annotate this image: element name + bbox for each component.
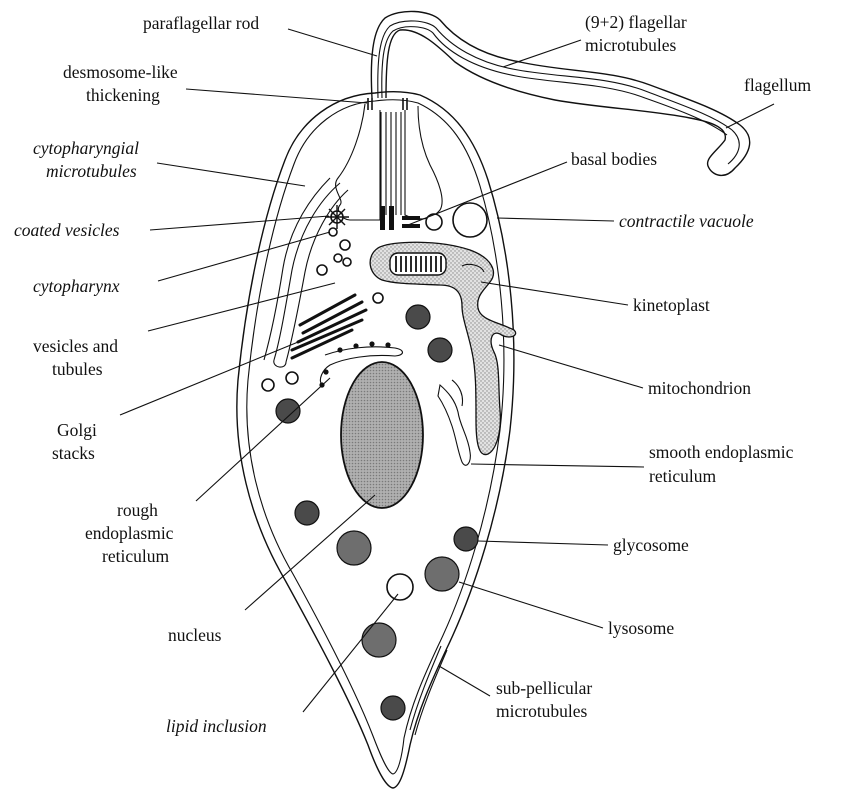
vesicles xyxy=(261,213,443,392)
label-vesicles-tubules-line1: vesicles and xyxy=(33,336,118,356)
cell-outer-membrane xyxy=(236,90,515,789)
label-nucleus: nucleus xyxy=(168,625,222,645)
label-desmosome-line1: desmosome-like xyxy=(63,62,178,82)
label-glycosome: glycosome xyxy=(613,535,689,555)
label-subpellicular-line1: sub-pellicular xyxy=(496,678,592,698)
contractile-vacuole-shape xyxy=(452,202,488,238)
label-contractile-vacuole: contractile vacuole xyxy=(619,211,754,231)
lipid-inclusion-shape xyxy=(386,573,414,601)
label-kinetoplast: kinetoplast xyxy=(633,295,710,315)
label-rough-er-line2: endoplasmic xyxy=(85,523,174,543)
lysosomes xyxy=(336,530,460,658)
label-desmosome-line2: thickening xyxy=(86,85,160,105)
label-cytopharyngial-line1: cytopharyngial xyxy=(33,138,139,158)
labels-left: paraflagellar rod desmosome-like thicken… xyxy=(14,13,267,736)
label-cytopharynx: cytopharynx xyxy=(33,276,120,296)
label-smooth-er-line2: reticulum xyxy=(649,466,716,486)
label-rough-er-line3: reticulum xyxy=(102,546,169,566)
flagellar-axoneme xyxy=(380,112,402,215)
label-basal-bodies: basal bodies xyxy=(571,149,657,169)
subpellicular-microtubules-shape-inner xyxy=(409,645,442,731)
label-flagellar-microtubules-line2: microtubules xyxy=(585,35,677,55)
label-coated-vesicles: coated vesicles xyxy=(14,220,120,240)
label-flagellum: flagellum xyxy=(744,75,811,95)
label-mitochondrion: mitochondrion xyxy=(648,378,751,398)
label-golgi-line1: Golgi xyxy=(57,420,97,440)
coated-vesicle-shape xyxy=(325,205,349,229)
label-rough-er-line1: rough xyxy=(117,500,158,520)
glycosomes xyxy=(275,304,479,721)
golgi-stacks-shape xyxy=(290,293,368,360)
subpellicular-microtubules-shape xyxy=(414,649,448,736)
flagellum-shape xyxy=(370,10,751,176)
leader-lines xyxy=(119,28,775,713)
label-vesicles-tubules-line2: tubules xyxy=(52,359,103,379)
label-smooth-er-line1: smooth endoplasmic xyxy=(649,442,794,462)
cytopharynx-shape xyxy=(263,177,349,368)
label-lipid-inclusion: lipid inclusion xyxy=(166,716,267,736)
smooth-er-shape xyxy=(437,379,471,466)
label-golgi-line2: stacks xyxy=(52,443,95,463)
label-paraflagellar-rod: paraflagellar rod xyxy=(143,13,259,33)
mitochondrion-shape xyxy=(369,241,517,456)
basal-bodies-shape xyxy=(380,206,420,230)
label-cytopharyngial-line2: microtubules xyxy=(46,161,137,181)
flagellar-pocket xyxy=(335,103,381,221)
cell-inner-membrane xyxy=(246,99,505,775)
flagellar-pocket-right xyxy=(404,105,443,220)
nucleus-shape xyxy=(340,361,424,509)
label-flagellar-microtubules-line1: (9+2) flagellar xyxy=(585,12,687,32)
label-subpellicular-line2: microtubules xyxy=(496,701,588,721)
desmosome-thickening xyxy=(367,98,408,110)
labels-right: (9+2) flagellar microtubules flagellum b… xyxy=(496,12,811,721)
label-lysosome: lysosome xyxy=(608,618,674,638)
